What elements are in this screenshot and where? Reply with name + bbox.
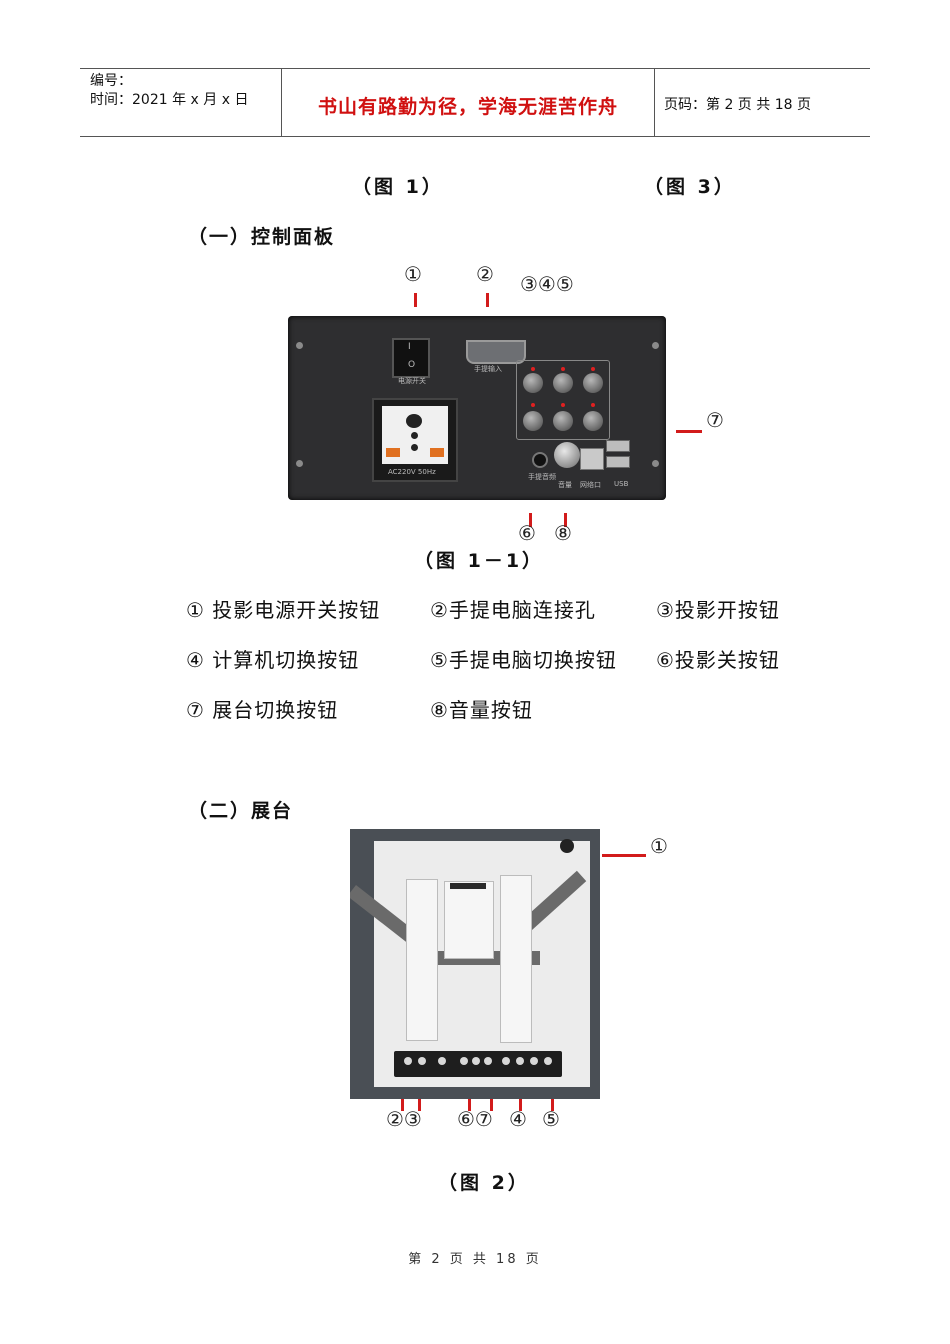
callout-7: ⑦ [706,408,724,432]
usb-label: USB [614,480,629,488]
callout-8: ⑧ [554,521,572,545]
marker-line [414,293,417,307]
callout-booth-1: ① [650,834,668,858]
audio-label: 手提音频 [528,473,556,481]
marker-line [486,293,489,307]
header-top-rule [80,68,870,69]
caption-figure-3: （图 3） [644,176,736,198]
marker-line [551,1099,554,1111]
legend-item: ②手提电脑连接孔 [430,598,596,622]
callout-6: ⑥ [518,521,536,545]
section-title-booth: （二）展台 [188,800,294,822]
power-switch-label: 电源开关 [398,377,426,385]
callout-booth-6-7: ⑥⑦ [457,1107,493,1131]
marker-line [418,1099,421,1111]
camera-head [444,881,494,959]
screw-icon [296,342,303,349]
caption-figure-1-1: （图 1－1） [414,550,545,572]
time-line: 时间：2021 年 x 月 x 日 [90,92,249,108]
usb-port-icon [606,456,630,468]
callout-1: ① [404,262,422,286]
laptop-input-label: 手提输入 [474,365,502,373]
legend-item: ⑧音量按钮 [430,698,533,722]
marker-line [401,1099,404,1111]
audio-jack-icon [532,452,548,468]
header-page-info: 页码：第 2 页 共 18 页 [664,97,811,113]
booth-switch-button [583,411,603,431]
header-motto: 书山有路勤为径，学海无涯苦作舟 [317,96,618,118]
screw-icon [296,460,303,467]
camera-lens-icon [560,839,574,853]
marker-line [490,1099,493,1111]
header-bottom-rule [80,136,870,137]
legend-item: ⑤手提电脑切换按钮 [430,648,617,672]
camera-slot [450,883,486,889]
legend-item: ① 投影电源开关按钮 [186,598,381,622]
number-label: 编号： [90,73,132,89]
camera-control-bar [394,1051,562,1077]
network-port-icon [580,448,604,470]
header-meta: 编号： 时间：2021 年 x 月 x 日 [90,72,248,110]
laptop-switch-button [583,373,603,393]
socket-rating-label: AC220V 50Hz [388,468,436,476]
page-footer: 第 2 页 共 18 页 [408,1252,542,1267]
usb-port-icon [606,440,630,452]
header-divider [654,68,655,136]
computer-switch-button [553,373,573,393]
legend-item: ③投影开按钮 [656,598,780,622]
left-lamp-panel [406,879,438,1041]
power-socket: AC220V 50Hz [372,398,458,482]
volume-knob [554,442,580,468]
screw-icon [652,342,659,349]
marker-line [519,1099,522,1111]
legend-item: ⑥投影关按钮 [656,648,780,672]
section-title-control-panel: （一）控制面板 [188,226,336,248]
legend-item: ⑦ 展台切换按钮 [186,698,339,722]
control-button-grid [516,360,610,440]
header-divider [281,68,282,136]
caption-figure-2: （图 2） [438,1172,530,1194]
callout-booth-4: ④ [509,1107,527,1131]
panel-button [553,411,573,431]
marker-line [529,513,532,527]
marker-line [468,1099,471,1111]
projector-on-button [523,373,543,393]
callout-booth-2-3: ②③ [386,1107,422,1131]
right-lamp-panel [500,875,532,1043]
document-camera-photo [350,829,600,1099]
volume-label: 音量 [558,481,572,489]
network-label: 网络口 [580,481,601,489]
screw-icon [652,460,659,467]
callout-3-4-5: ③④⑤ [520,272,574,296]
legend-item: ④ 计算机切换按钮 [186,648,360,672]
marker-line [602,854,646,857]
marker-line [676,430,702,433]
projector-off-button [523,411,543,431]
callout-2: ② [476,262,494,286]
marker-line [564,513,567,527]
callout-booth-5: ⑤ [542,1107,560,1131]
caption-figure-1: （图 1） [352,176,444,198]
